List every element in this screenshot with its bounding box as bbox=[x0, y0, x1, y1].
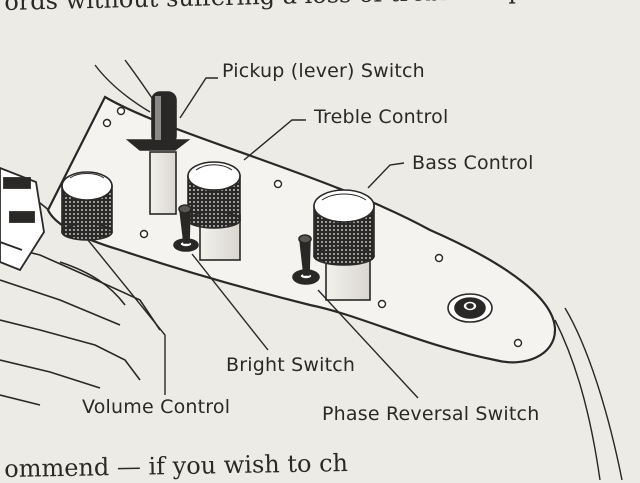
label-treble-control: Treble Control bbox=[314, 106, 449, 128]
leader-pickup bbox=[179, 77, 218, 119]
label-bright-switch: Bright Switch bbox=[226, 354, 356, 376]
leader-lines bbox=[87, 77, 419, 399]
label-bass-control: Bass Control bbox=[412, 152, 534, 174]
treble-knob bbox=[187, 161, 241, 261]
label-volume-control: Volume Control bbox=[82, 396, 231, 418]
leader-bass bbox=[367, 162, 405, 189]
leader-phase bbox=[317, 289, 419, 399]
leader-bright bbox=[191, 253, 269, 351]
body-text-bottom: ommend — if you wish to ch bbox=[4, 449, 349, 483]
volume-knob bbox=[61, 171, 113, 241]
phase-switch bbox=[292, 234, 320, 285]
output-jack bbox=[447, 293, 493, 323]
bass-knob bbox=[313, 189, 375, 301]
plate-screws bbox=[102, 106, 523, 348]
bright-switch bbox=[173, 204, 199, 252]
leader-volume bbox=[87, 239, 166, 395]
label-phase-reversal-switch: Phase Reversal Switch bbox=[322, 403, 540, 425]
control-plate bbox=[46, 95, 557, 364]
leader-treble bbox=[243, 119, 306, 161]
label-pickup-switch: Pickup (lever) Switch bbox=[222, 60, 425, 82]
pickup bbox=[0, 167, 45, 272]
pickup-switch bbox=[125, 91, 191, 215]
